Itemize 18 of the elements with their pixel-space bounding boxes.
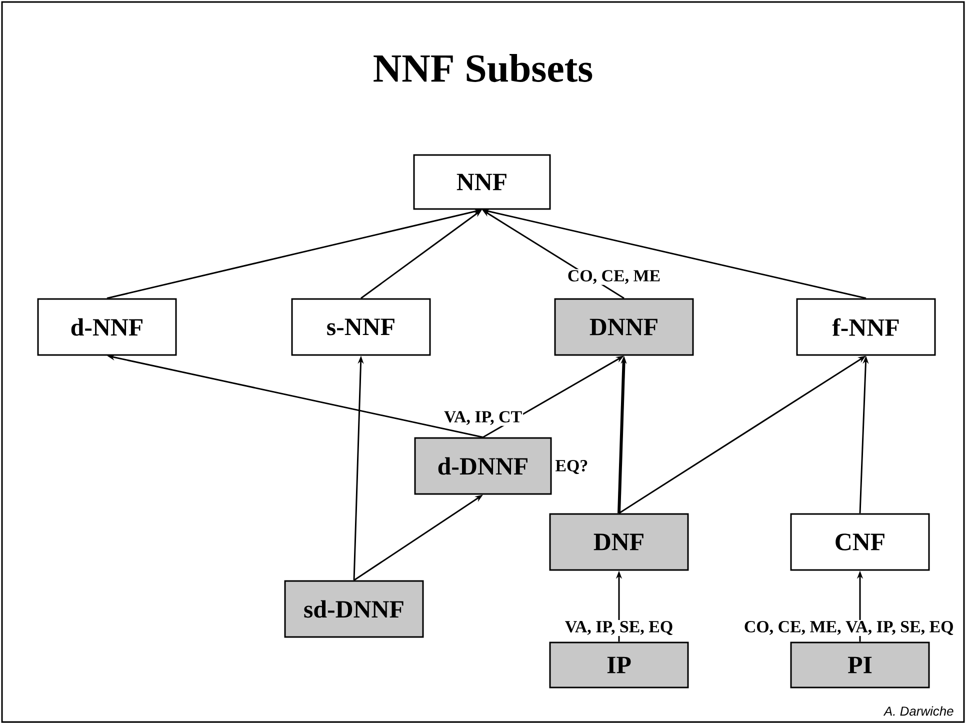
box: CNF <box>790 513 930 571</box>
author-note: A. Darwiche <box>883 706 954 716</box>
annotation: VA, IP, SE, EQ <box>564 620 674 636</box>
box: f-NNF <box>796 298 936 356</box>
shaded-box: DNF <box>549 513 689 571</box>
shaded-box: DNNF <box>554 298 694 356</box>
annotation: CO, CE, ME, VA, IP, SE, EQ <box>742 620 955 636</box>
annotation: EQ? <box>554 459 590 475</box>
box: d-NNF <box>37 298 177 356</box>
shaded-box: sd-DNNF <box>284 580 424 638</box>
shaded-box: PI <box>790 642 930 688</box>
annotation: CO, CE, ME <box>566 269 662 285</box>
box: NNF <box>413 154 551 210</box>
shaded-box: IP <box>549 642 689 688</box>
annotation: VA, IP, CT <box>442 410 524 426</box>
title: NNF Subsets <box>374 54 592 82</box>
box: s-NNF <box>291 298 431 356</box>
shaded-box: d-DNNF <box>414 437 552 495</box>
